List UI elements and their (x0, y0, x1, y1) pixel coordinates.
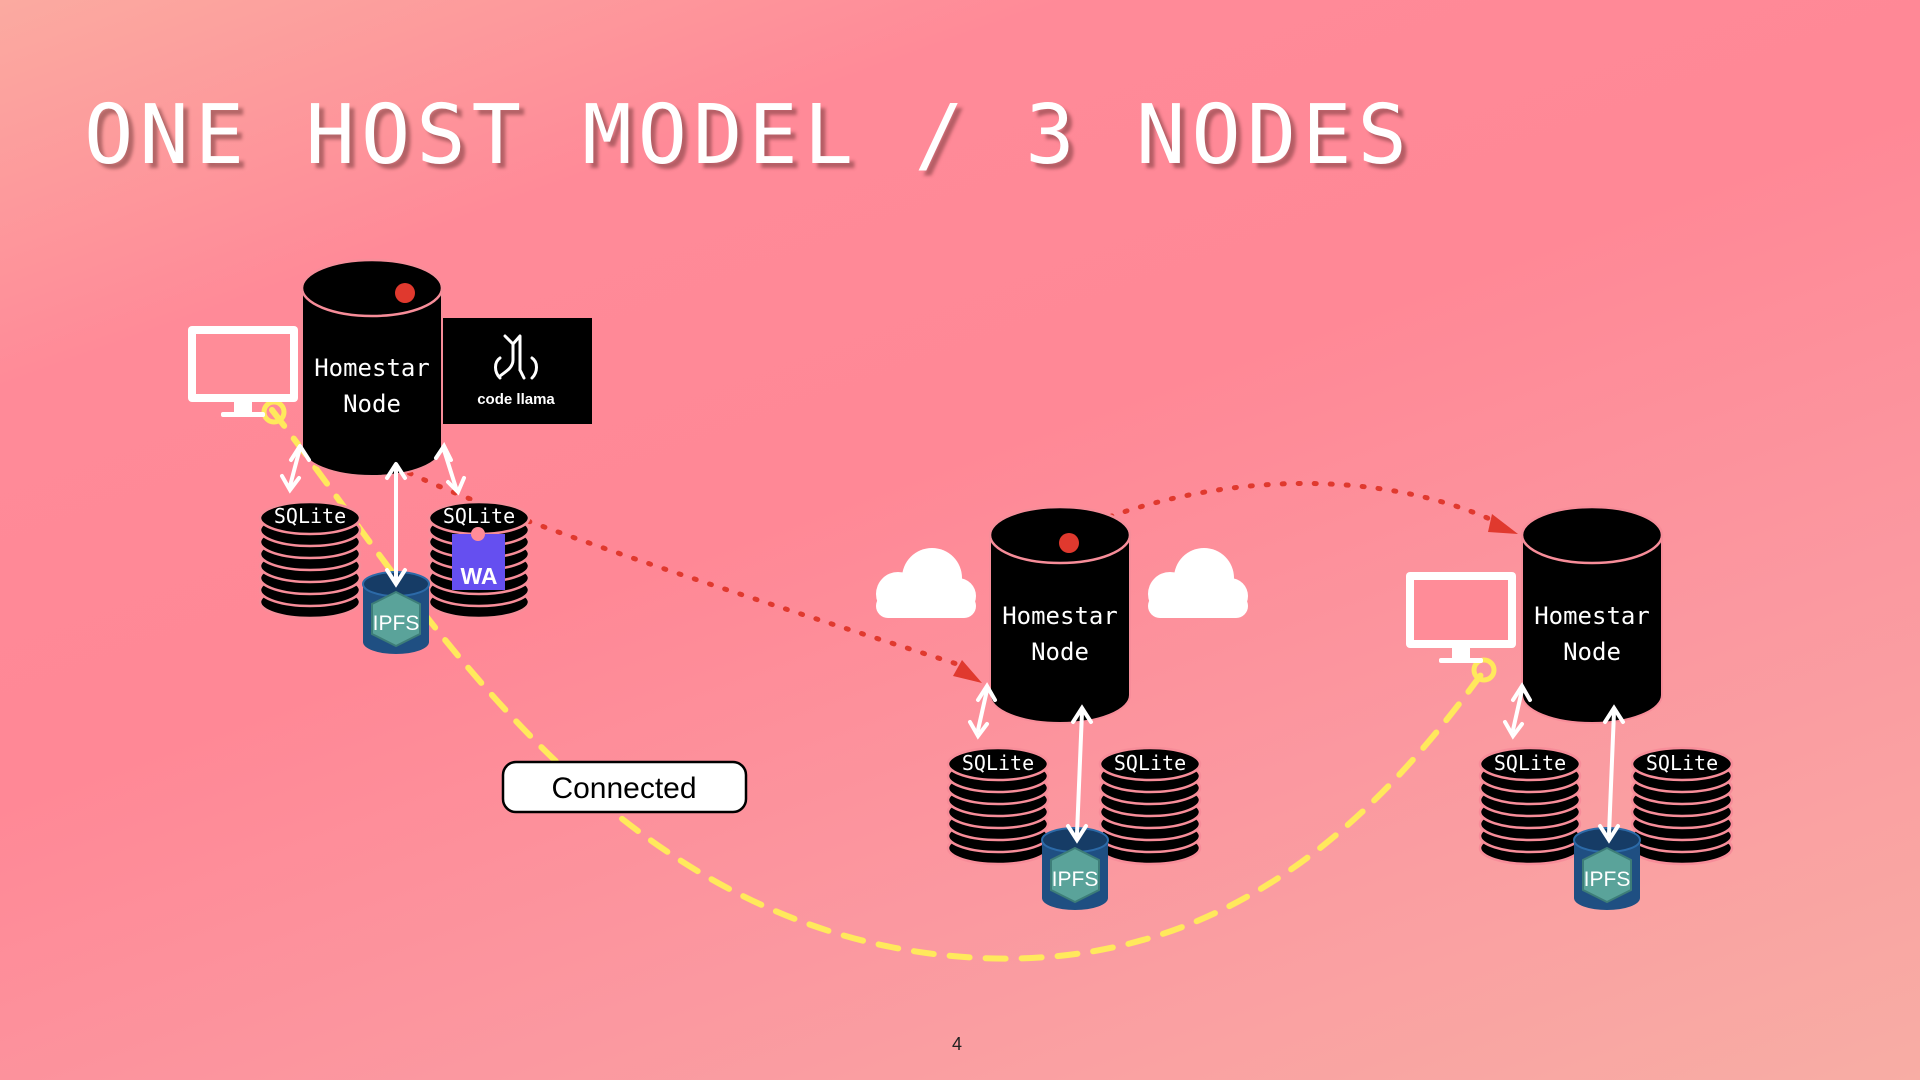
code-llama-label: code llama (477, 391, 555, 408)
page-number: 4 (952, 1034, 963, 1054)
wasm-label: WA (460, 563, 497, 589)
red-dotted-path-to-node-3 (1077, 480, 1495, 531)
red-dotted-path-to-node-2 (392, 463, 963, 668)
request-relay-dot (1059, 533, 1079, 553)
red-arrowhead-node-2 (953, 660, 982, 683)
node-2-label-line2: Node (1031, 638, 1089, 666)
homestar-node-1: code llama Homestar Node SQLite SQLite W… (188, 258, 592, 655)
homestar-node-2: Homestar Node SQLite SQLite IPFS (876, 505, 1248, 911)
ipfs-label-1: IPFS (373, 612, 420, 635)
code-llama-panel: code llama (438, 318, 592, 424)
arrows-node-1 (280, 442, 466, 588)
ipfs-label-3: IPFS (1584, 868, 1631, 891)
monitor-icon (1406, 572, 1516, 663)
slide-title: ONE HOST MODEL / 3 NODES (84, 88, 1413, 183)
cloud-icon-left (876, 548, 976, 618)
wasm-icon: WA (452, 527, 505, 590)
request-origin-dot (395, 283, 415, 303)
node-3-label-line1: Homestar (1534, 602, 1650, 630)
node-3-label-line2: Node (1563, 638, 1621, 666)
connected-label: Connected (551, 772, 696, 805)
sqlite-label-1b: SQLite (443, 504, 515, 528)
cloud-icon-right (1148, 548, 1248, 618)
connected-badge: Connected (501, 760, 748, 814)
ipfs-label-2: IPFS (1052, 868, 1099, 891)
node-1-label-line1: Homestar (314, 354, 430, 382)
arrows-node-2 (968, 682, 1093, 844)
node-2-label-line1: Homestar (1002, 602, 1118, 630)
node-1-label-line2: Node (343, 390, 401, 418)
arrows-node-3 (1503, 682, 1625, 844)
sqlite-label-3b: SQLite (1646, 751, 1718, 775)
homestar-node-3: Homestar Node SQLite SQLite IPFS (1406, 505, 1734, 911)
connected-path (269, 407, 1489, 962)
red-arrowhead-node-3 (1488, 514, 1518, 534)
connection-endpoint-right (1471, 657, 1497, 683)
sqlite-label-2b: SQLite (1114, 751, 1186, 775)
sqlite-label-1a: SQLite (274, 504, 346, 528)
sqlite-label-3a: SQLite (1494, 751, 1566, 775)
llama-icon (494, 334, 538, 380)
sqlite-label-2a: SQLite (962, 751, 1034, 775)
